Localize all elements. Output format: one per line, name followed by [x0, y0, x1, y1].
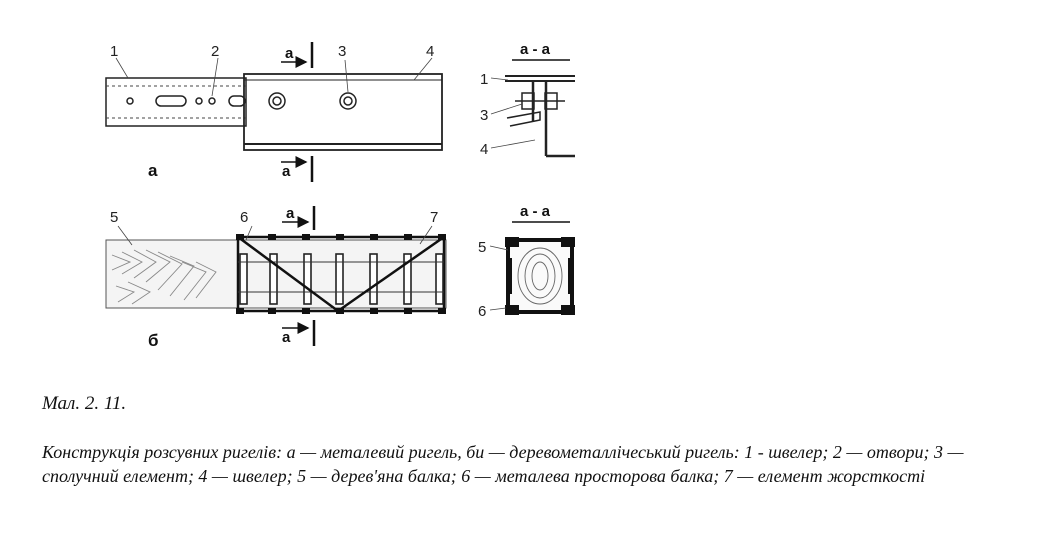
section-mark-top-b: а [282, 205, 316, 230]
inner-channel-1 [105, 77, 247, 127]
wood-metal-beam-view: 5 6 7 а а б [105, 205, 447, 350]
callout-6: 6 [240, 209, 248, 226]
svg-text:а: а [282, 329, 291, 346]
section-mark-bottom-a: а [281, 156, 314, 182]
svg-text:а - а: а - а [520, 203, 551, 220]
metal-beam-view: 1 2 3 4 а а а [105, 42, 443, 182]
part-letter-a: а [148, 161, 158, 180]
callout-7: 7 [430, 209, 438, 226]
callout-4: 4 [426, 43, 434, 60]
figure-caption: Конструкція розсувних ригелів: а — метал… [42, 442, 964, 486]
beam-diagram: 1 2 3 4 а а а а - а 1 3 4 [105, 41, 575, 350]
svg-text:а: а [285, 45, 294, 62]
part-letter-b: б [148, 331, 159, 350]
callout-1: 1 [110, 43, 118, 60]
svg-text:1: 1 [480, 71, 488, 88]
svg-text:а: а [282, 163, 291, 180]
section-mark-top-a: а [281, 42, 314, 68]
svg-text:а: а [286, 205, 295, 222]
holes-2 [126, 95, 246, 107]
svg-text:6: 6 [478, 303, 486, 320]
section-mark-bottom-b: а [282, 320, 316, 346]
stiffness-elements-7 [239, 253, 444, 305]
callout-3: 3 [338, 43, 346, 60]
callout-5: 5 [110, 209, 118, 226]
svg-text:а - а: а - а [520, 41, 551, 58]
outer-channel-4 [243, 73, 443, 151]
wood-metal-cross-section: а - а 5 6 [478, 203, 575, 320]
metal-cross-section: а - а 1 3 4 [480, 41, 575, 158]
figure-number: Мал. 2. 11. [42, 393, 127, 414]
svg-text:4: 4 [480, 141, 488, 158]
callout-2: 2 [211, 43, 219, 60]
connector-bolts-3 [268, 92, 357, 110]
svg-text:5: 5 [478, 239, 486, 256]
svg-text:3: 3 [480, 107, 488, 124]
